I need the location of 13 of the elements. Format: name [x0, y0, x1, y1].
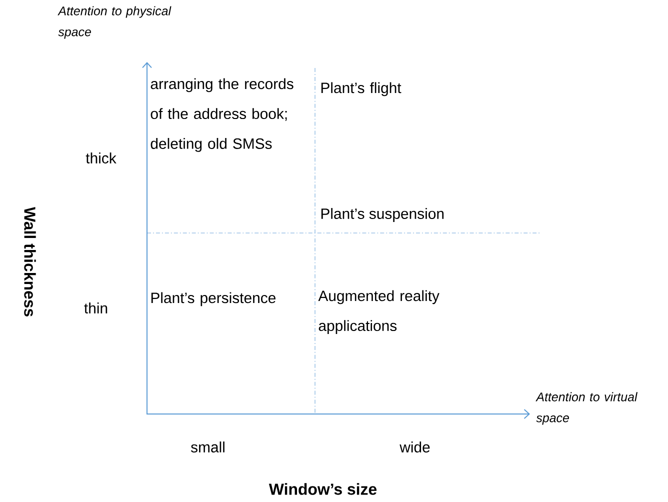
axis-label: Wall thickness: [24, 206, 36, 316]
quadrant-text: Plant’s persistence: [151, 292, 276, 306]
axis-value-label: thin: [84, 302, 108, 314]
quadrant-text: Augmented reality applications: [318, 290, 440, 334]
quadrant-text: Plant’s flight: [321, 82, 402, 96]
axis-title: Attention to physical space: [58, 6, 172, 39]
axis-title: Attention to virtual space: [536, 392, 638, 425]
axis-value-label: wide: [400, 442, 430, 452]
axis-label: Window’s size: [268, 483, 377, 495]
quadrant-text: Plant’s suspension: [321, 208, 444, 222]
quadrant-text: arranging the records of the address book; deleting old SMSs: [150, 78, 294, 152]
axis-value-label: small: [191, 442, 224, 452]
axis-value-label: thick: [86, 152, 116, 164]
